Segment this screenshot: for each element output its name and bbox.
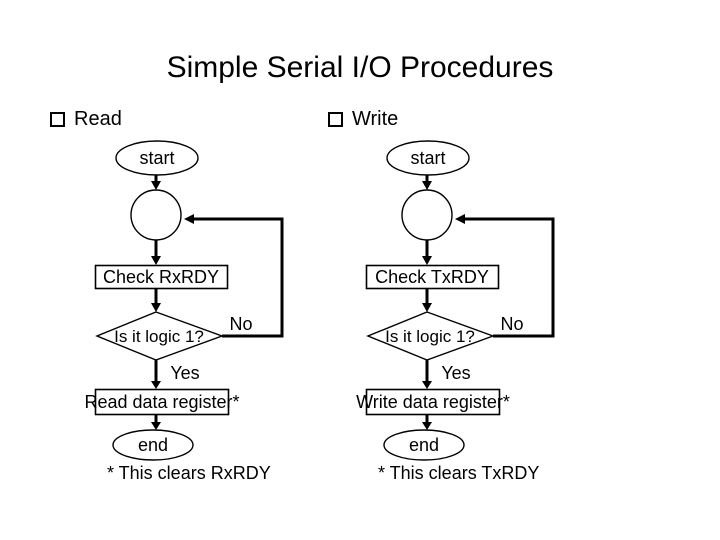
section-write: Write xyxy=(328,109,398,129)
state-circle xyxy=(401,189,453,241)
end-node xyxy=(112,429,194,461)
arrow-down-icon xyxy=(151,303,161,312)
decision-label: Is it logic 1? xyxy=(114,327,204,346)
section-read: Read xyxy=(50,109,122,129)
start-label: start xyxy=(139,148,174,168)
section-read-label: Read xyxy=(74,108,122,130)
action-box xyxy=(94,388,230,416)
no-branch-label: No xyxy=(500,314,523,334)
yes-branch-label: Yes xyxy=(441,363,470,383)
arrow-down-icon xyxy=(422,381,432,389)
page-title: Simple Serial I/O Procedures xyxy=(166,51,554,84)
start-node xyxy=(386,140,470,176)
footnote: * This clears TxRDY xyxy=(378,463,539,483)
end-label: end xyxy=(138,435,168,455)
yes-branch-label: Yes xyxy=(170,363,199,383)
arrow-left-icon xyxy=(184,214,194,224)
action-box xyxy=(365,388,501,416)
arrow-down-icon xyxy=(151,422,161,430)
footnote: * This clears RxRDY xyxy=(107,463,271,483)
decision-label: Is it logic 1? xyxy=(385,327,475,346)
decision-diamond xyxy=(95,311,225,361)
state-circle xyxy=(130,189,182,241)
end-label: end xyxy=(409,435,439,455)
start-label: start xyxy=(410,148,445,168)
arrow-down-icon xyxy=(151,181,161,190)
action-label: Write data register* xyxy=(356,392,510,412)
check-label: Check TxRDY xyxy=(375,267,489,287)
check-box xyxy=(365,264,500,290)
bullet-square-icon xyxy=(50,111,65,127)
no-loop-line xyxy=(194,217,284,338)
end-node xyxy=(383,429,465,461)
arrow-down-icon xyxy=(422,303,432,312)
bullet-square-icon xyxy=(328,111,343,127)
action-label: Read data register* xyxy=(85,392,240,412)
check-box xyxy=(94,264,229,290)
arrow-down-icon xyxy=(151,381,161,389)
decision-diamond xyxy=(366,311,496,361)
arrow-down-icon xyxy=(422,181,432,190)
flowchart-read: start Check RxRDY Is it logic 1? No Yes … xyxy=(85,130,315,495)
arrow-down-icon xyxy=(151,256,161,265)
section-write-label: Write xyxy=(352,108,399,130)
no-loop-line xyxy=(465,217,555,338)
no-branch-label: No xyxy=(229,314,252,334)
start-node xyxy=(115,140,199,176)
arrow-left-icon xyxy=(455,214,465,224)
flowchart-write-canvas: start Check TxRDY Is it logic 1? No Yes … xyxy=(356,140,555,483)
arrow-down-icon xyxy=(422,256,432,265)
check-label: Check RxRDY xyxy=(103,267,219,287)
arrow-down-icon xyxy=(422,422,432,430)
flowchart-read-canvas: start Check RxRDY Is it logic 1? No Yes … xyxy=(85,140,284,483)
flowchart-write: start Check TxRDY Is it logic 1? No Yes … xyxy=(356,130,586,495)
